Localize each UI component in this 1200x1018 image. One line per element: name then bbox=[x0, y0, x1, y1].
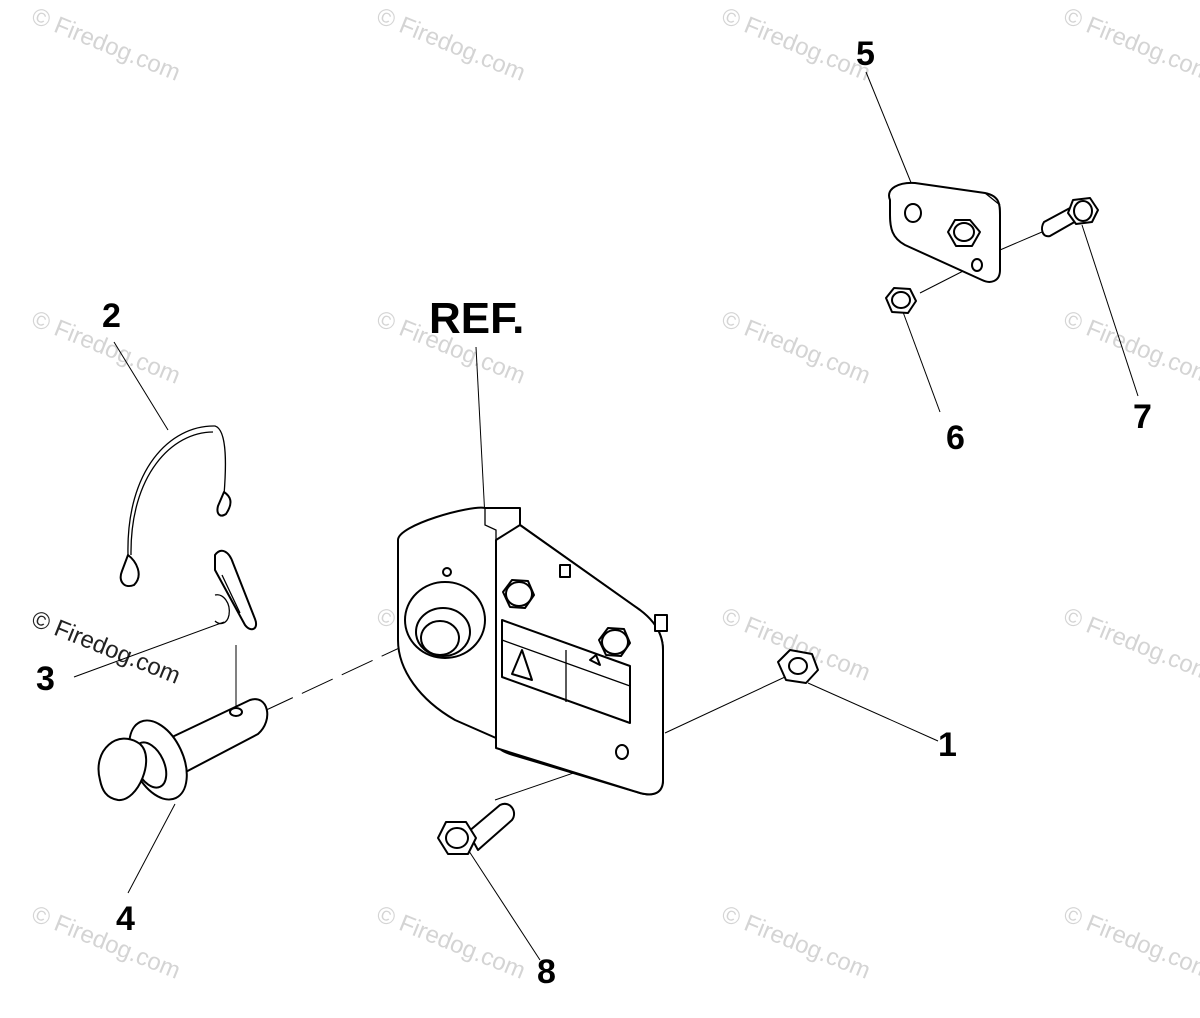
callout-7: 7 bbox=[1133, 398, 1152, 436]
watermark: © Firedog.com bbox=[28, 901, 184, 985]
callout-8: 8 bbox=[537, 953, 556, 991]
hitch-pin bbox=[97, 698, 269, 802]
bolt bbox=[437, 802, 516, 855]
callout-4: 4 bbox=[116, 900, 135, 938]
watermark: © Firedog.com bbox=[1060, 901, 1200, 985]
callout-3: 3 bbox=[36, 660, 55, 698]
callouts: REF. 2 3 4 5 6 7 1 8 bbox=[36, 35, 1152, 991]
small-nut bbox=[885, 287, 917, 314]
callout-5: 5 bbox=[856, 35, 875, 73]
watermark: © Firedog.com bbox=[718, 306, 874, 390]
callout-2: 2 bbox=[102, 297, 121, 335]
small-bolt bbox=[1041, 197, 1099, 238]
mount-plate bbox=[888, 181, 1001, 283]
watermark: © Firedog.com bbox=[1060, 306, 1200, 390]
leader-lines bbox=[73, 71, 1139, 961]
watermark: © Firedog.com bbox=[1060, 603, 1200, 687]
watermark: © Firedog.com bbox=[373, 3, 529, 87]
lanyard-cable bbox=[119, 425, 232, 587]
ref-label: REF. bbox=[429, 294, 524, 343]
watermark: © Firedog.com bbox=[1060, 3, 1200, 87]
watermark: © Firedog.com bbox=[28, 3, 184, 87]
watermarks: © Firedog.com © Firedog.com © Firedog.co… bbox=[28, 3, 1200, 985]
callout-1: 1 bbox=[938, 726, 957, 764]
main-bracket bbox=[397, 506, 668, 796]
nut bbox=[777, 649, 819, 684]
watermark: © Firedog.com bbox=[718, 3, 874, 87]
hair-pin-clip bbox=[214, 549, 257, 631]
callout-6: 6 bbox=[946, 419, 965, 457]
watermark: © Firedog.com bbox=[718, 901, 874, 985]
watermark: © Firedog.com bbox=[373, 901, 529, 985]
